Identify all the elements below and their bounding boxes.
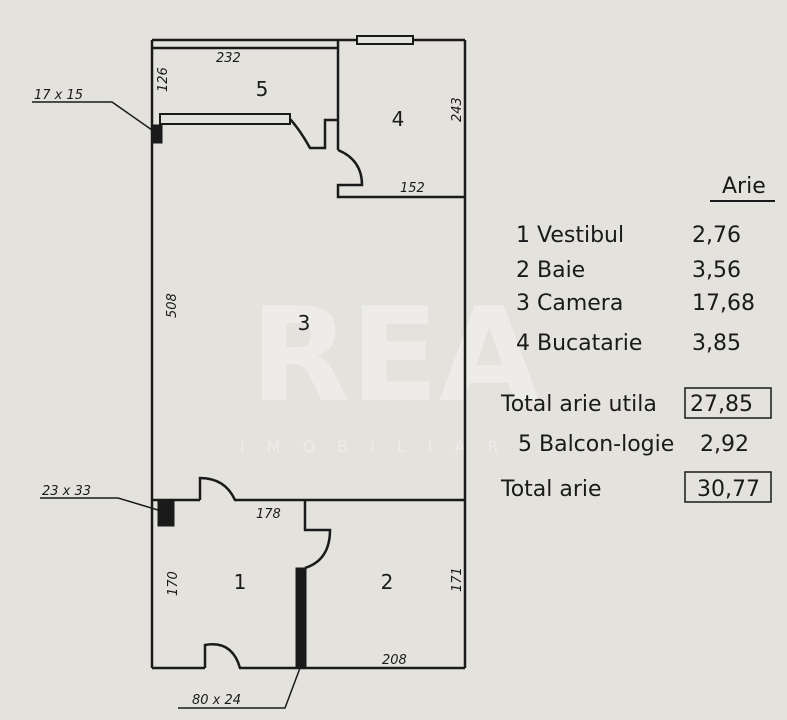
row-label: 3 Camera xyxy=(516,291,623,316)
column-mid xyxy=(157,499,175,527)
room-5-number: 5 xyxy=(256,77,269,101)
dim-balcony-depth: 126 xyxy=(156,67,171,92)
column-top xyxy=(151,124,163,144)
dim-bath-width: 208 xyxy=(382,653,407,668)
total-utila-value: 27,85 xyxy=(690,392,753,417)
row-value: 2,76 xyxy=(692,223,741,248)
row-label: 4 Bucatarie xyxy=(516,331,642,356)
room-4-number: 4 xyxy=(392,107,405,131)
table-header: Arie xyxy=(722,174,766,199)
dim-vestibul-width: 178 xyxy=(256,507,281,522)
row-value: 3,85 xyxy=(692,331,741,356)
watermark-logo: REA xyxy=(250,279,540,431)
dim-vestibul-depth: 170 xyxy=(166,571,181,596)
column-bottom xyxy=(295,567,307,669)
column-mid-label: 23 x 33 xyxy=(42,484,91,499)
total-label: Total arie xyxy=(500,477,602,502)
room-2-number: 2 xyxy=(381,570,394,594)
row-value: 17,68 xyxy=(692,291,755,316)
column-top-label: 17 x 15 xyxy=(34,88,83,103)
row-label: 1 Vestibul xyxy=(516,223,624,248)
dim-kitchen-depth: 243 xyxy=(450,97,465,122)
dim-bath-depth: 171 xyxy=(450,567,465,592)
dim-kitchen-width: 152 xyxy=(400,181,425,196)
dim-balcony-width: 232 xyxy=(216,51,241,66)
row-label: 2 Baie xyxy=(516,258,585,283)
balcon-value: 2,92 xyxy=(700,432,749,457)
room-3-number: 3 xyxy=(298,311,311,335)
column-bottom-label: 80 x 24 xyxy=(192,693,241,708)
balcon-label: 5 Balcon-logie xyxy=(518,432,674,457)
watermark-subtitle: IMOBILIARE xyxy=(240,437,553,456)
total-utila-label: Total arie utila xyxy=(500,392,657,417)
room-1-number: 1 xyxy=(234,570,247,594)
walls xyxy=(150,35,467,670)
dim-room-depth: 508 xyxy=(165,293,180,318)
row-value: 3,56 xyxy=(692,258,741,283)
total-value: 30,77 xyxy=(697,477,760,502)
area-rows: 1 Vestibul 2,76 2 Baie 3,56 3 Camera 17,… xyxy=(516,223,755,356)
